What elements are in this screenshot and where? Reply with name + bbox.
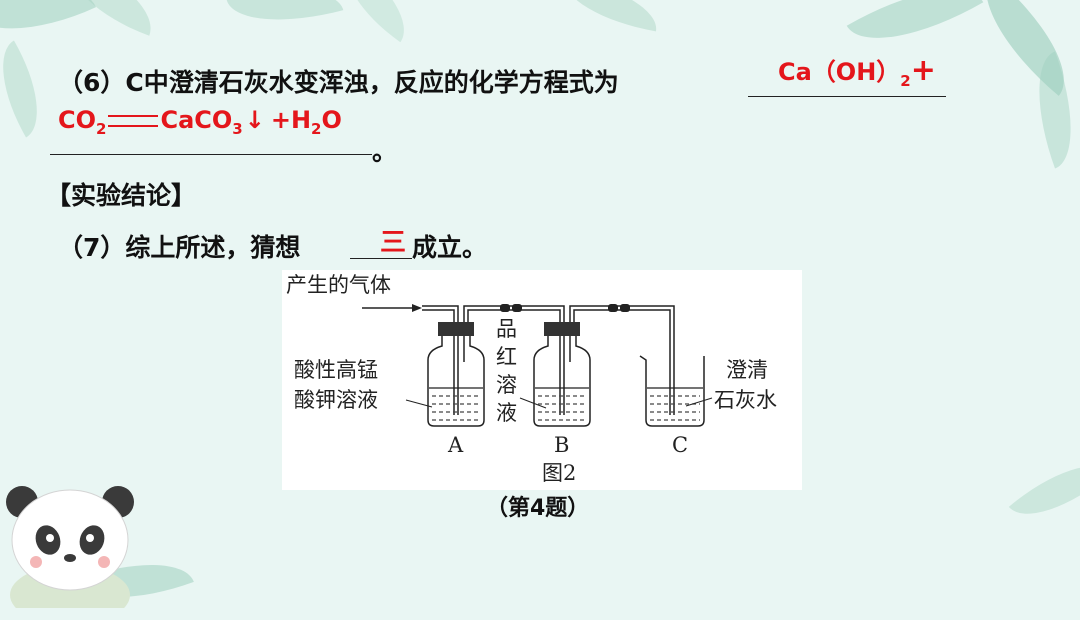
q7-prefix: （7）综上所述，猜想 (58, 233, 301, 262)
middle-label-char-2: 红 (496, 345, 517, 369)
right-label-line1: 澄清 (726, 358, 768, 382)
q6-end-mark: 。 (372, 137, 398, 166)
middle-label-char-1: 品 (496, 317, 517, 341)
q7-answer: 三 (380, 228, 407, 258)
double-equal-sign (108, 115, 159, 127)
q6-caco: CaCO (160, 106, 233, 134)
middle-label-char-3: 溶 (496, 373, 517, 397)
q6-prefix: （6）C中澄清石灰水变浑浊，反应的化学方程式为 (58, 68, 619, 97)
right-label-line2: 石灰水 (714, 388, 777, 412)
q6-ca-oh: Ca（OH） (778, 58, 901, 86)
q6-o: O (321, 106, 342, 134)
bottle-a-label: A (447, 433, 464, 457)
apparatus-diagram: 产生的气体 (282, 270, 802, 490)
q6-co-sub: 2 (96, 119, 107, 138)
bottle-c-label: C (672, 433, 688, 457)
q6-plus: + (910, 53, 936, 88)
q6-sub-2: 2 (900, 71, 911, 90)
left-label-line1: 酸性高锰 (294, 358, 378, 382)
q6-answer-blank-1 (748, 96, 946, 97)
question-caption: （第4题） (486, 496, 590, 521)
middle-label-char-4: 液 (496, 401, 517, 425)
q6-sub-3: 3 (232, 119, 243, 138)
conclusion-heading: 【实验结论】 (46, 181, 197, 210)
bottle-b (533, 322, 591, 427)
q6-answer-blank-2 (50, 154, 372, 155)
precipitate-arrow: ↓ (244, 106, 265, 134)
q7-answer-blank (350, 258, 412, 259)
figure-label: 图2 (542, 461, 576, 485)
beaker-c (639, 355, 705, 427)
q6-co: CO (58, 106, 97, 134)
gas-label: 产生的气体 (286, 273, 391, 297)
q7-suffix: 成立。 (412, 233, 488, 262)
q6-answer-line1: Ca（OH）2+ (778, 52, 936, 90)
bottle-a (427, 322, 485, 427)
panda-illustration (6, 486, 134, 608)
left-label-line2: 酸钾溶液 (294, 388, 378, 412)
bottle-b-label: B (554, 433, 569, 457)
q6-h-sub: 2 (311, 119, 322, 138)
q6-plus-h: +H (270, 106, 312, 134)
